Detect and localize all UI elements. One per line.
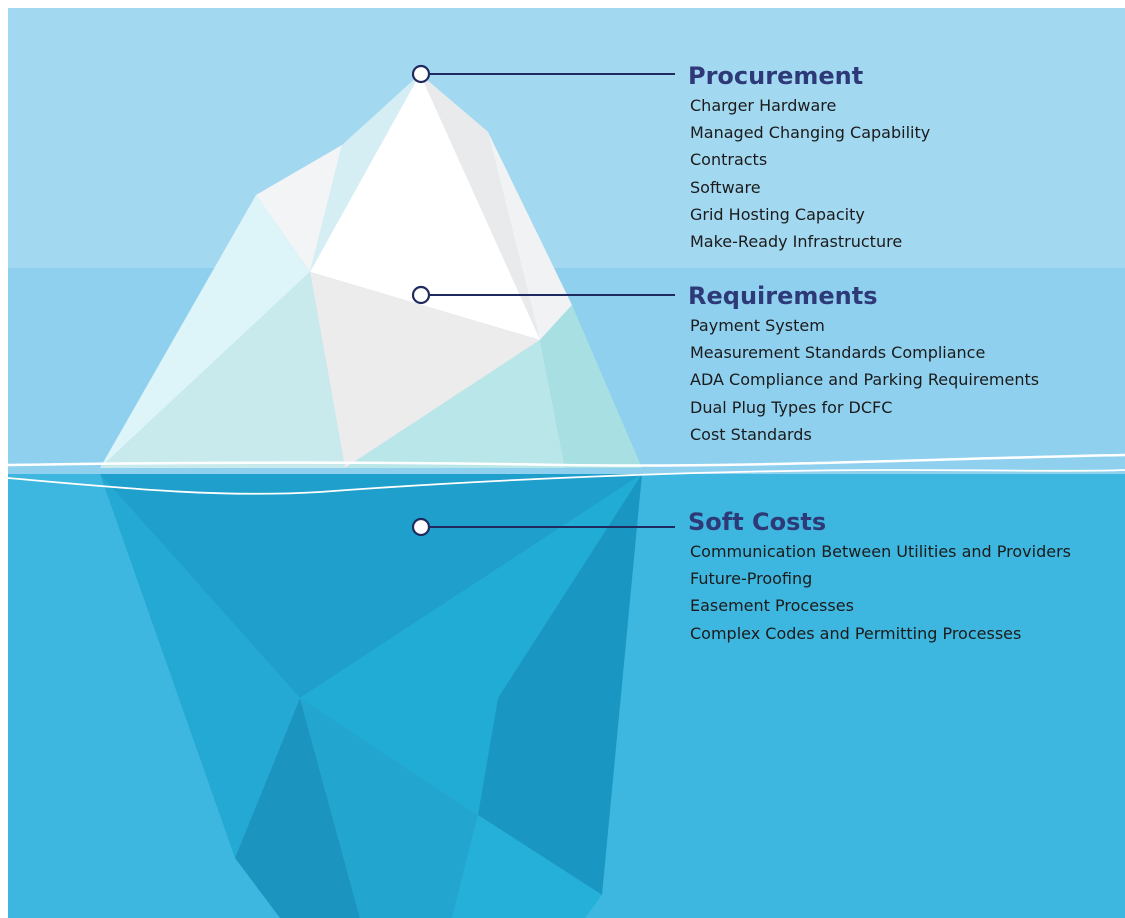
section-requirements: Requirements Payment System Measurement … <box>688 282 1039 448</box>
waterline <box>7 453 1125 467</box>
callout-procurement <box>411 64 675 84</box>
callout-marker <box>411 517 431 537</box>
waterline-wave <box>7 469 1125 495</box>
list-item: Contracts <box>690 150 768 170</box>
section-procurement: Procurement Charger Hardware Managed Cha… <box>688 62 930 255</box>
section-soft-costs: Soft Costs Communication Between Utiliti… <box>688 508 1071 647</box>
callout-marker <box>411 64 431 84</box>
callout-requirements <box>411 285 675 305</box>
list-item: ADA Compliance and Parking Requirements <box>690 370 1040 390</box>
list-item: Complex Codes and Permitting Processes <box>690 623 1022 643</box>
list-item: Dual Plug Types for DCFC <box>690 397 893 417</box>
section-title-soft-costs: Soft Costs <box>688 508 827 536</box>
list-item: Managed Changing Capability <box>690 123 931 143</box>
requirements-list: Payment System Measurement Standards Com… <box>688 312 1039 448</box>
callout-marker <box>411 285 431 305</box>
soft-costs-list: Communication Between Utilities and Prov… <box>688 538 1071 647</box>
callout-soft-costs <box>411 517 675 537</box>
list-item: Grid Hosting Capacity <box>690 204 865 224</box>
list-item: Make-Ready Infrastructure <box>690 232 903 252</box>
list-item: Communication Between Utilities and Prov… <box>690 542 1071 561</box>
list-item: Measurement Standards Compliance <box>690 343 986 363</box>
procurement-list: Charger Hardware Managed Changing Capabi… <box>688 92 930 255</box>
list-item: Easement Processes <box>690 596 854 616</box>
list-item: Cost Standards <box>690 424 812 444</box>
section-title-requirements: Requirements <box>688 282 878 310</box>
list-item: Payment System <box>690 316 825 335</box>
section-title-procurement: Procurement <box>688 62 864 90</box>
sky-background <box>8 8 1125 268</box>
list-item: Software <box>690 177 761 197</box>
iceberg-tip <box>100 74 642 468</box>
list-item: Future-Proofing <box>690 569 813 589</box>
list-item: Charger Hardware <box>690 96 837 115</box>
iceberg-underwater <box>100 474 642 918</box>
